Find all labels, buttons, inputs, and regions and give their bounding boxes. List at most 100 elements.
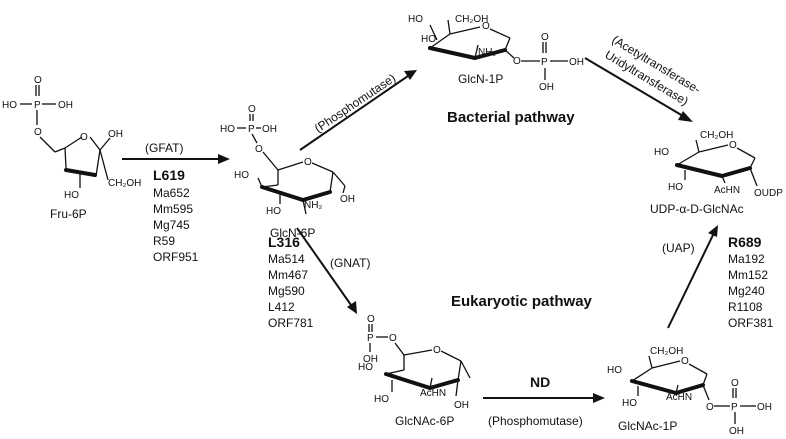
glcn1p-o-top: O xyxy=(541,32,549,43)
glcnac1p-ch2oh: CH₂OH xyxy=(650,346,683,357)
fru6p-oh-1: OH xyxy=(108,129,123,140)
gfat-gene-2: Mg745 xyxy=(153,218,190,232)
gfat-gene-bold: L619 xyxy=(153,167,185,183)
glcnac1p-label: GlcNAc-1P xyxy=(618,419,677,433)
gnat-arrowhead xyxy=(347,301,357,314)
glcnac1p-ring-o: O xyxy=(681,356,689,367)
fru6p-p: P xyxy=(34,100,41,111)
acetyl-uridyl-arrowhead xyxy=(678,111,693,122)
phosphomutase-top-arrow xyxy=(299,75,409,151)
glcnac1p-ho-4: HO xyxy=(607,365,622,376)
glcn6p-p: P xyxy=(248,124,255,135)
glcn1p-oh-bottom: OH xyxy=(539,82,554,93)
glcn6p-nh2: NH₂ xyxy=(304,200,322,211)
gfat-gene-0: Ma652 xyxy=(153,186,190,200)
glcn1p-nh2: NH₂ xyxy=(478,47,496,58)
uap-gene-bold: R689 xyxy=(728,234,762,250)
fru6p-oh: OH xyxy=(58,100,73,111)
glcn1p-ch2oh: CH₂OH xyxy=(455,14,488,25)
gnat-gene-3: L412 xyxy=(268,300,295,314)
glcn6p-ring-o: O xyxy=(304,157,312,168)
glcn1p-p: P xyxy=(541,57,548,68)
uap-gene-4: ORF381 xyxy=(728,316,774,330)
glcn1p-label: GlcN-1P xyxy=(458,72,503,86)
gnat-gene-list: L316 Ma514 Mm467 Mg590 L412 ORF781 xyxy=(268,234,314,330)
uap-arrow xyxy=(667,234,714,329)
udp-glcnac-ch2oh: CH₂OH xyxy=(700,130,733,141)
uap-gene-1: Mm152 xyxy=(728,268,768,282)
gfat-gene-1: Mm595 xyxy=(153,202,193,216)
fru6p-label: Fru-6P xyxy=(50,207,87,221)
glcnac6p-o-right: O xyxy=(389,333,397,344)
glcnac6p-ring-o: O xyxy=(433,345,441,356)
fru6p-o-bottom: O xyxy=(34,127,42,138)
gnat-gene-4: ORF781 xyxy=(268,316,314,330)
glcnac6p-oh-1: OH xyxy=(454,400,469,411)
udp-glcnac-ring-o: O xyxy=(729,140,737,151)
glcn6p-o-top: O xyxy=(248,104,256,115)
glcn6p-oh: OH xyxy=(262,124,277,135)
uap-gene-0: Ma192 xyxy=(728,252,765,266)
glcnac1p-o-link: O xyxy=(706,402,714,413)
glcn1p-structure: CH₂OH O HO HO NH₂ O P OH O OH GlcN-1P xyxy=(408,14,584,93)
glcnac6p-ho-3: HO xyxy=(374,394,389,405)
glcn6p-ho: HO xyxy=(220,124,235,135)
gfat-gene-3: R59 xyxy=(153,234,175,248)
glcnac1p-oh-bottom: OH xyxy=(729,426,744,437)
glcnac1p-oh-right: OH xyxy=(757,402,772,413)
glcnac6p-o-top: O xyxy=(367,314,375,325)
phosphomutase-bottom-arrowhead xyxy=(593,393,605,403)
uap-gene-3: R1108 xyxy=(728,300,763,314)
udp-glcnac-label: UDP-α-D-GlcNAc xyxy=(650,202,744,216)
gfat-enzyme-label: (GFAT) xyxy=(145,141,183,155)
fru6p-ho-bottom: HO xyxy=(64,190,79,201)
phosphomutase-gene-bold: ND xyxy=(530,374,550,390)
fru6p-structure: HO P OH O O O OH CH₂OH HO Fru-6P xyxy=(2,75,141,221)
gnat-gene-1: Mm467 xyxy=(268,268,308,282)
glcnac6p-label: GlcNAc-6P xyxy=(395,414,454,428)
acetyl-uridyl-arrow xyxy=(584,57,684,117)
glcnac1p-p: P xyxy=(731,402,738,413)
gnat-gene-0: Ma514 xyxy=(268,252,305,266)
glcnac1p-o-top: O xyxy=(731,378,739,389)
glcn1p-ho-3: HO xyxy=(421,34,436,45)
fru6p-o-top: O xyxy=(34,75,42,86)
glcn1p-o-link: O xyxy=(513,56,521,67)
glcn1p-ring-o: O xyxy=(482,21,490,32)
glcn6p-ho-3: HO xyxy=(266,206,281,217)
uap-arrowhead xyxy=(708,225,718,237)
glcnac6p-achn: AcHN xyxy=(420,388,446,399)
uap-enzyme-label: (UAP) xyxy=(662,241,695,255)
gfat-gene-4: ORF951 xyxy=(153,250,199,264)
phosphomutase-top-label: (Phosphomutase) xyxy=(312,71,398,136)
phosphomutase-bottom-label: (Phosphomutase) xyxy=(488,414,583,428)
udp-glcnac-ho-3: HO xyxy=(668,182,683,193)
fru6p-ho: HO xyxy=(2,100,17,111)
udp-glcnac-achn: AcHN xyxy=(714,185,740,196)
glcnac1p-ho-3: HO xyxy=(622,398,637,409)
uap-gene-list: R689 Ma192 Mm152 Mg240 R1108 ORF381 xyxy=(728,234,774,330)
udp-glcnac-oudp: OUDP xyxy=(754,188,783,199)
uap-gene-2: Mg240 xyxy=(728,284,765,298)
eukaryotic-pathway-title: Eukaryotic pathway xyxy=(451,293,593,310)
phosphomutase-top-arrowhead xyxy=(404,70,417,80)
glcn6p-structure: HO P OH O O O HO HO NH₂ OH GlcN-6P xyxy=(220,104,355,240)
glcn6p-oh-1: OH xyxy=(340,194,355,205)
gnat-gene-bold: L316 xyxy=(268,234,300,250)
glcnac6p-p: P xyxy=(367,333,374,344)
udp-glcnac-ho-4: HO xyxy=(654,147,669,158)
bacterial-pathway-title: Bacterial pathway xyxy=(447,109,575,126)
glcnac6p-oh: OH xyxy=(363,354,378,365)
glcn1p-oh-right: OH xyxy=(569,57,584,68)
glcn1p-ho-4: HO xyxy=(408,14,423,25)
udp-glcnac-structure: CH₂OH O HO HO AcHN OUDP UDP-α-D-GlcNAc xyxy=(650,130,783,216)
glcn6p-ho-4: HO xyxy=(234,170,249,181)
glcnac1p-structure: CH₂OH O HO HO AcHN O P OH O OH GlcNAc-1P xyxy=(607,346,772,437)
gfat-gene-list: L619 Ma652 Mm595 Mg745 R59 ORF951 xyxy=(153,167,199,264)
fru6p-ch2oh: CH₂OH xyxy=(108,178,141,189)
fru6p-ring-o: O xyxy=(80,132,88,143)
glcn6p-o-link: O xyxy=(255,144,263,155)
glcnac1p-achn: AcHN xyxy=(666,392,692,403)
